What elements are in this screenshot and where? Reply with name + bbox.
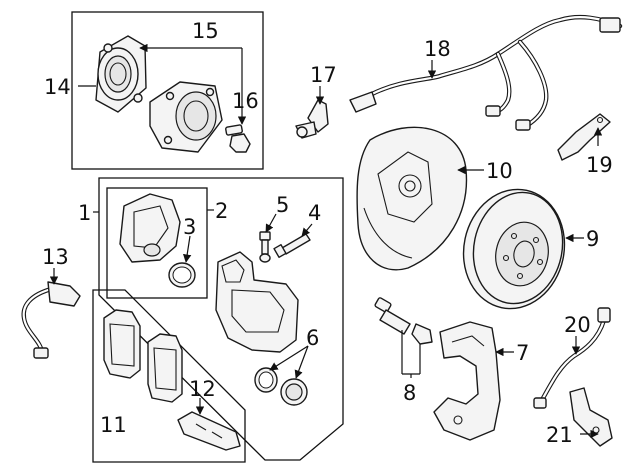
callout-11: 11 (100, 413, 127, 437)
guide-pin-boot (411, 323, 433, 345)
caliper-housing (119, 193, 181, 263)
callout-3: 3 (183, 215, 196, 239)
pad-clip (177, 411, 241, 451)
hub-bolt (225, 124, 251, 153)
piston-seal (254, 367, 278, 393)
hose-bracket (569, 387, 613, 447)
abs-sensor (21, 281, 81, 359)
callout-14: 14 (44, 75, 71, 99)
piston (280, 378, 308, 406)
wiring-harness (349, 14, 623, 131)
caliper-assembly-box (98, 177, 344, 461)
caliper-housing-box (106, 187, 208, 299)
caliper-body (215, 251, 299, 353)
brake-rotor (462, 188, 566, 310)
callout-1: 1 (78, 201, 91, 225)
callout-5: 5 (276, 193, 289, 217)
callout-4: 4 (308, 201, 321, 225)
callout-19: 19 (586, 153, 613, 177)
splash-shield (356, 126, 468, 271)
wheel-bearing (95, 35, 147, 113)
speed-sensor (295, 99, 329, 139)
caliper-seal-ring (168, 262, 196, 288)
callout-15: 15 (192, 19, 219, 43)
callout-21: 21 (546, 423, 573, 447)
callout-18: 18 (424, 37, 451, 61)
callout-16: 16 (232, 89, 259, 113)
callout-10: 10 (486, 159, 513, 183)
callout-9: 9 (586, 227, 599, 251)
brake-hose (533, 307, 611, 409)
brake-pad-inner (103, 309, 141, 379)
brake-pad-kit-box (92, 289, 246, 463)
hub-kit-box (71, 11, 264, 170)
wheel-hub (149, 81, 223, 153)
brake-pad-outer (147, 333, 183, 403)
callout-12: 12 (189, 377, 216, 401)
callout-20: 20 (564, 313, 591, 337)
bleeder-screw (273, 233, 311, 259)
callout-17: 17 (310, 63, 337, 87)
callout-8: 8 (403, 381, 416, 405)
guide-pin-bolt (374, 297, 411, 335)
caliper-bracket (433, 321, 501, 441)
caliper-bolt (259, 231, 271, 263)
callout-2: 2 (215, 199, 228, 223)
callout-6: 6 (306, 326, 319, 350)
callout-13: 13 (42, 245, 69, 269)
callout-7: 7 (516, 341, 529, 365)
